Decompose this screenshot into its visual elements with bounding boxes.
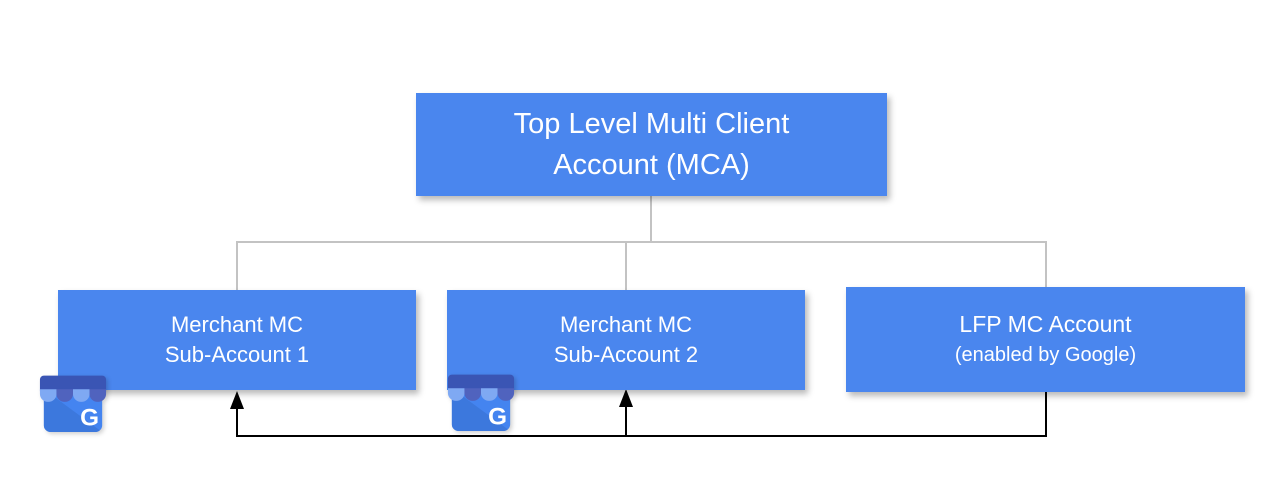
node-sub1-label-line1: Merchant MC [170,312,304,337]
node-sub1-label-line2: Sub-Account 1 [164,342,310,367]
google-business-profile-storefront-icon: G [447,374,515,432]
node-lfp-mc-account: LFP MC Account (enabled by Google) [846,287,1245,392]
node-merchant-sub-account-2: Merchant MC Sub-Account 2 [447,290,805,390]
lfp-feed-arrowheads [230,389,633,409]
lfp-feed-arrow-lines [236,392,1047,437]
google-g-glyph: G [80,404,99,431]
node-lfp-label-line2: (enabled by Google) [954,343,1137,366]
node-top-level-mca: Top Level Multi Client Account (MCA) [416,93,887,196]
google-business-profile-storefront-icon: G [39,375,107,433]
node-top-level-mca-label-line2: Account (MCA) [553,148,750,181]
tree-connectors [236,196,1047,290]
node-sub2-label-line1: Merchant MC [559,312,693,337]
node-sub2-label-line2: Sub-Account 2 [553,342,699,367]
google-g-glyph: G [488,403,507,430]
node-top-level-mca-label-line1: Top Level Multi Client [513,107,790,140]
node-merchant-sub-account-1: Merchant MC Sub-Account 1 [58,290,416,390]
node-lfp-label-line1: LFP MC Account [959,310,1132,337]
